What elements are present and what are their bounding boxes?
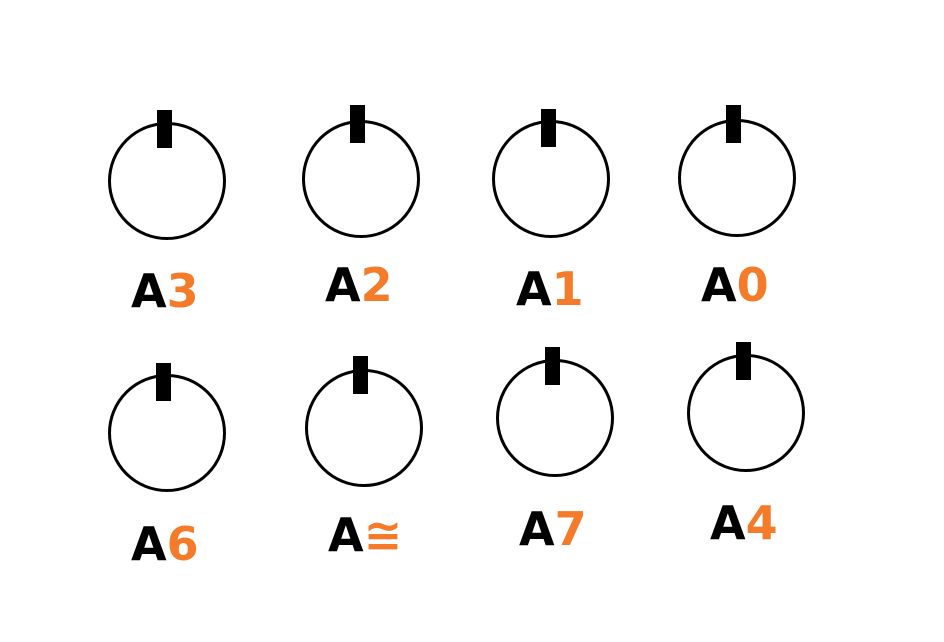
- label-suffix: 0: [736, 258, 769, 312]
- knob-a3-label: A3: [131, 268, 199, 314]
- knob-a1-pointer-icon: [541, 109, 556, 147]
- knob-a2-label: A2: [325, 262, 393, 308]
- knob-a-approx-label: A≅: [328, 512, 402, 558]
- label-prefix: A: [131, 264, 167, 318]
- knob-a4-label: A4: [710, 500, 778, 546]
- label-suffix: 6: [166, 517, 199, 571]
- knob-a6[interactable]: [108, 374, 226, 492]
- knob-a6-label: A6: [131, 521, 199, 567]
- label-prefix: A: [710, 496, 746, 550]
- knob-a3-pointer-icon: [157, 110, 172, 148]
- label-suffix: 3: [166, 264, 199, 318]
- label-suffix: ≅: [363, 508, 403, 562]
- label-prefix: A: [328, 508, 364, 562]
- knob-a0-label: A0: [701, 262, 769, 308]
- label-suffix: 1: [551, 262, 584, 316]
- label-prefix: A: [131, 517, 167, 571]
- knob-a7-label: A7: [519, 506, 587, 552]
- label-suffix: 4: [745, 496, 778, 550]
- knob-a7-pointer-icon: [545, 347, 560, 385]
- knob-a0-pointer-icon: [726, 105, 741, 143]
- knob-a-approx-pointer-icon: [353, 356, 368, 394]
- label-prefix: A: [519, 502, 555, 556]
- label-suffix: 7: [554, 502, 587, 556]
- knob-a2-pointer-icon: [350, 105, 365, 143]
- label-suffix: 2: [360, 258, 393, 312]
- label-prefix: A: [325, 258, 361, 312]
- label-prefix: A: [701, 258, 737, 312]
- label-prefix: A: [516, 262, 552, 316]
- knob-a6-pointer-icon: [156, 363, 171, 401]
- knob-a0[interactable]: [678, 119, 796, 237]
- knob-a4-pointer-icon: [736, 342, 751, 380]
- knob-a1-label: A1: [516, 266, 584, 312]
